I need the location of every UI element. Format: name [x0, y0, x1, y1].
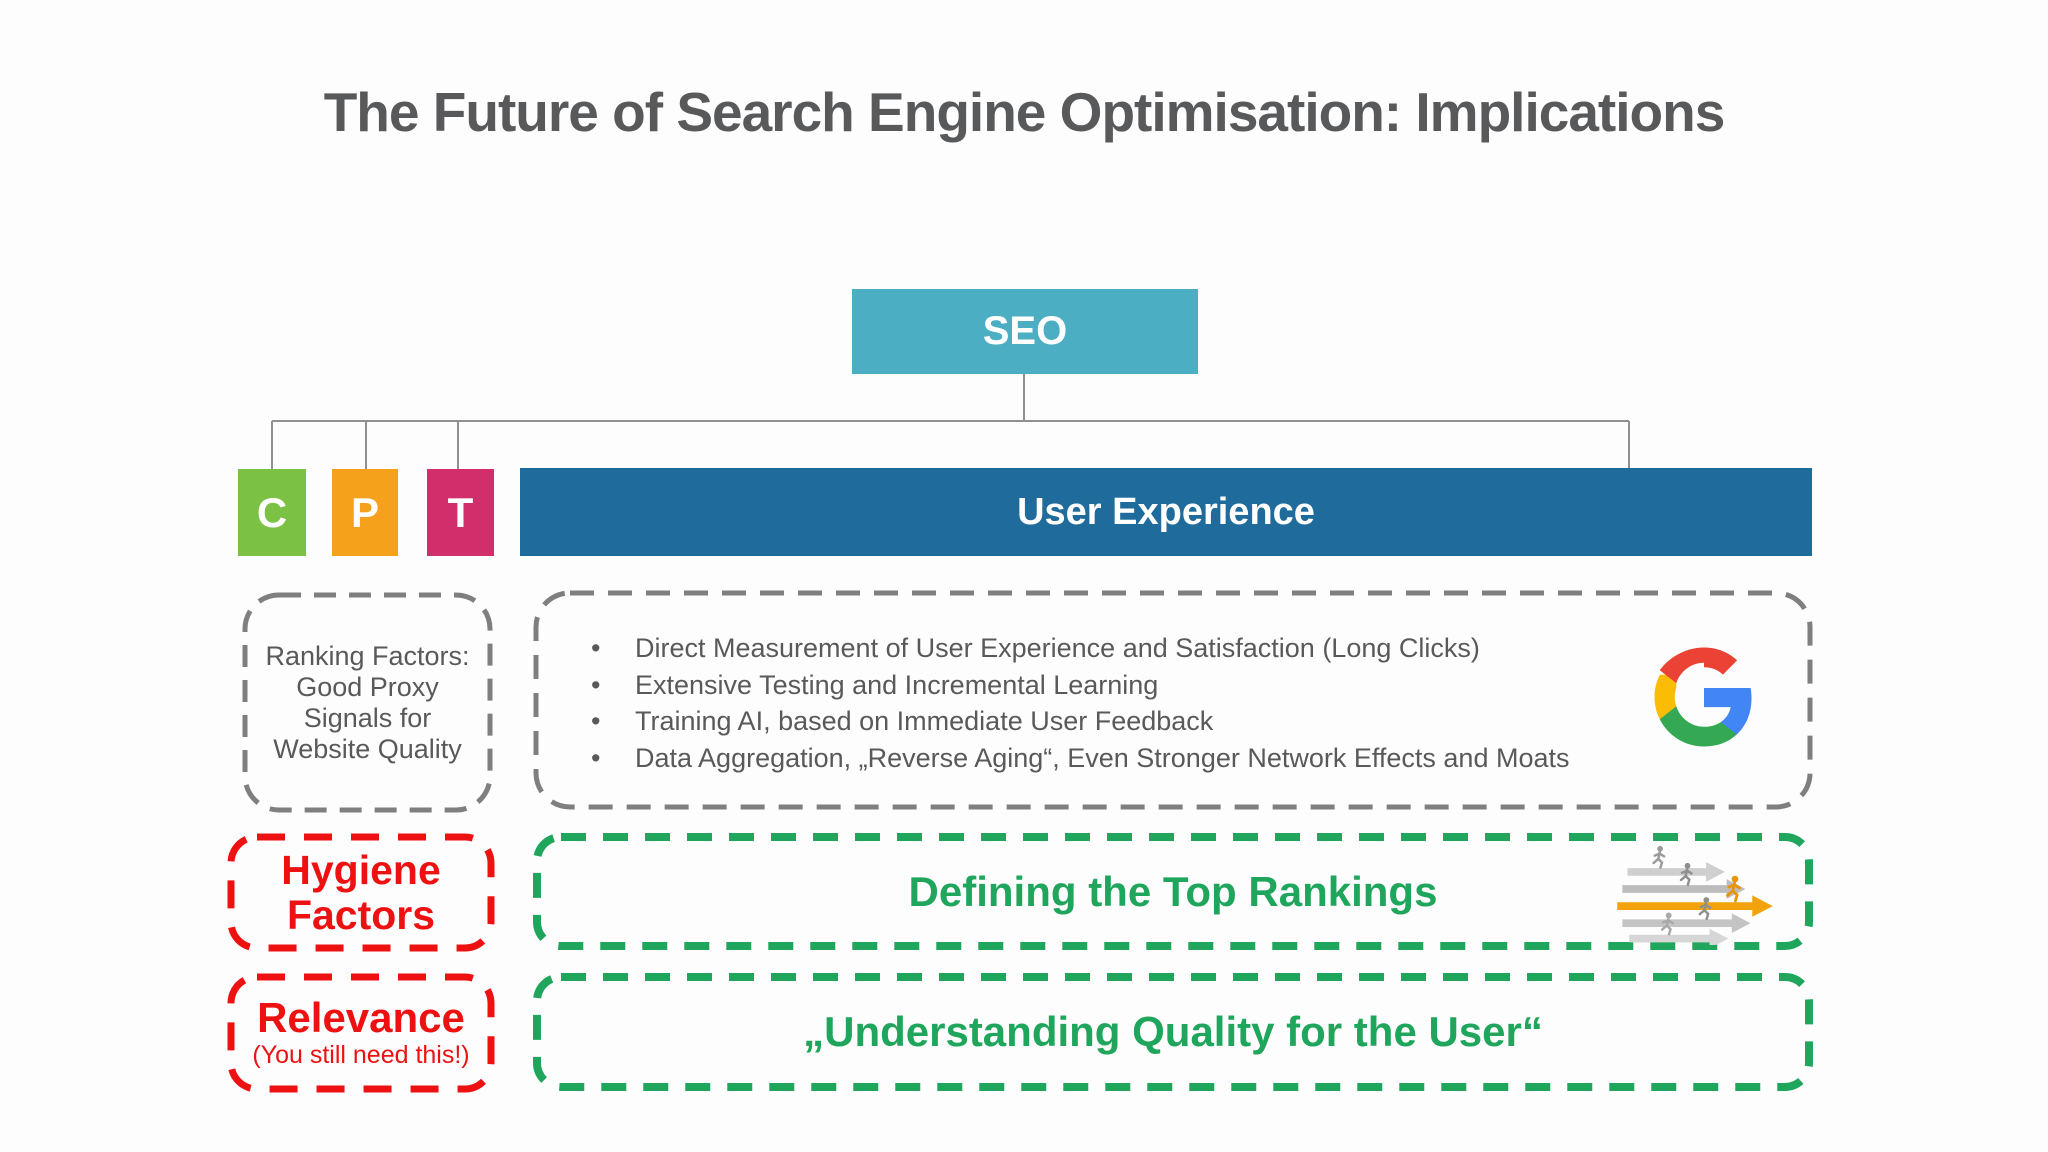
technical-node-label: T [447, 488, 474, 536]
red-dashed-border [227, 973, 495, 1093]
hygiene-factors-line: Factors [286, 891, 436, 938]
red-dashed-border [227, 833, 495, 952]
hygiene-factors-line: Hygiene [281, 846, 441, 893]
gray-dashed-border [242, 592, 493, 813]
hygiene-factors-panel: Hygiene Factors [227, 833, 495, 952]
google-logo-icon [1654, 647, 1752, 747]
ux-bullet: Data Aggregation, „Reverse Aging“, Even … [587, 740, 1570, 777]
runners-race-icon [1617, 844, 1773, 945]
defining-top-rankings-panel: Defining the Top Rankings [533, 833, 1813, 950]
performance-node: P [332, 469, 398, 556]
ranking-factors-line: Website Quality [273, 733, 462, 764]
green-dashed-border [533, 833, 1813, 950]
understanding-quality-label: „Understanding Quality for the User“ [803, 1008, 1543, 1055]
gray-dashed-border [533, 590, 1813, 810]
content-node-label: C [256, 488, 288, 536]
ux-bullet-list: Direct Measurement of User Experience an… [587, 630, 1570, 776]
relevance-title: Relevance [257, 994, 465, 1041]
performance-node-label: P [350, 488, 379, 536]
ranking-factors-panel: Ranking Factors: Good Proxy Signals for … [242, 592, 493, 813]
ranking-factors-text: Ranking Factors: Good Proxy Signals for … [265, 641, 469, 765]
ux-bullet: Training AI, based on Immediate User Fee… [587, 703, 1570, 740]
slide-title: The Future of Search Engine Optimisation… [323, 81, 1726, 143]
understanding-quality-panel: „Understanding Quality for the User“ [533, 973, 1813, 1091]
hygiene-factors-text: Hygiene Factors [281, 846, 441, 938]
ux-bullet: Extensive Testing and Incremental Learni… [587, 667, 1570, 704]
seo-node-label: SEO [982, 309, 1068, 353]
ranking-factors-line: Signals for [303, 702, 432, 733]
user-experience-node-label: User Experience [1017, 490, 1315, 533]
ux-details-panel: Direct Measurement of User Experience an… [533, 590, 1813, 810]
green-dashed-border [533, 973, 1813, 1091]
relevance-subtitle: (You still need this!) [252, 1041, 470, 1069]
ranking-factors-line: Ranking Factors: [265, 640, 470, 671]
ranking-factors-line: Good Proxy [296, 671, 439, 702]
ux-bullet: Direct Measurement of User Experience an… [587, 630, 1570, 667]
defining-top-rankings-label: Defining the Top Rankings [908, 867, 1438, 915]
technical-node: T [427, 469, 494, 556]
user-experience-node: User Experience [520, 468, 1812, 556]
relevance-panel: Relevance (You still need this!) [227, 973, 495, 1093]
content-node: C [238, 469, 306, 556]
seo-node: SEO [852, 289, 1198, 374]
